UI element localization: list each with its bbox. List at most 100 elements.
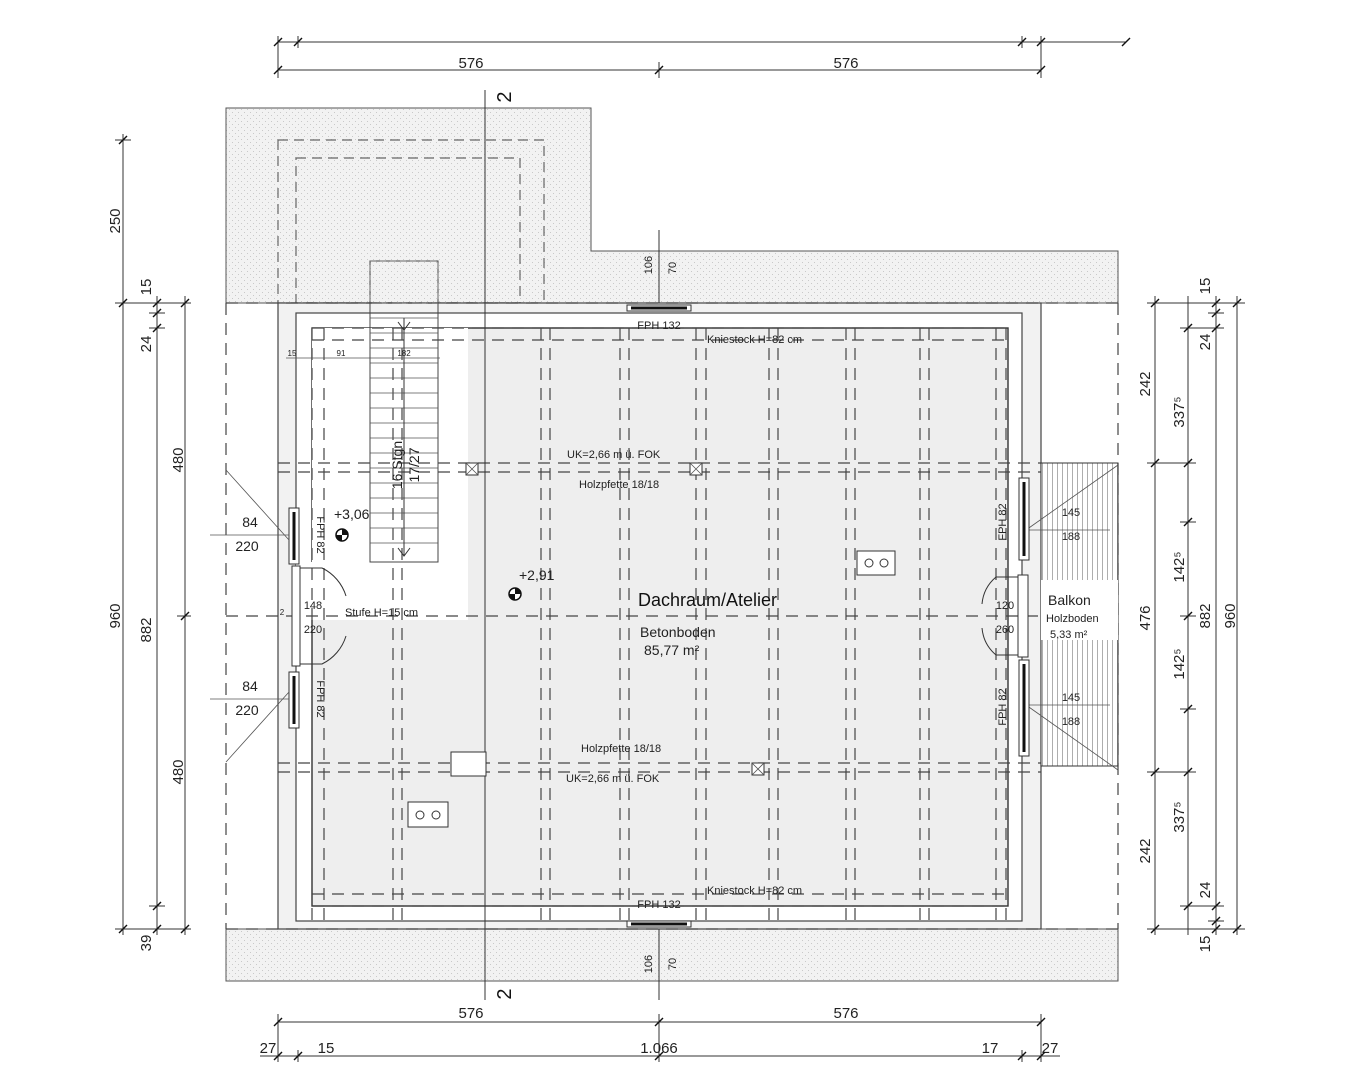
dimension-tick [152,323,162,333]
window-bottom-dim-a: 106 [643,955,655,973]
kniestock-top-label: Kniestock H=82 cm [707,334,802,346]
dim-left-480-bottom: 480 [170,759,187,784]
dimension-tick [273,65,283,75]
room-floor: Betonboden [640,624,716,640]
fph-left-label-1: FPH 82 [314,516,326,553]
dimension-tick [273,1017,283,1027]
right-window-1-height: 188 [1062,531,1080,543]
dim-right-337-top: 337⁵ [1171,396,1188,427]
right-door: 120 260 [981,574,1029,658]
pfette-top-label: Holzpfette 18/18 [579,479,659,491]
right-window-2-width: 145 [1062,692,1080,704]
dimension-tick [654,1017,664,1027]
balcony-name: Balkon [1048,592,1091,608]
dim-bottom-left: 576 [458,1005,483,1022]
dimension-tick [118,924,128,934]
dimension-tick [1183,458,1193,468]
dim-bottom-17: 17 [982,1040,999,1057]
dim-right-15-bottom: 15 [1197,936,1214,953]
posts [450,462,765,777]
dimension-ticks [118,37,1242,1061]
left-door: 148 220 2 [280,565,347,667]
dim-right-242-top: 242 [1137,371,1154,396]
dim-bottom-15: 15 [318,1040,335,1057]
dimension-tick [1036,65,1046,75]
uk-bottom-label: UK=2,66 m ü. FOK [566,773,660,785]
step-label: Stufe H=15 cm [345,607,418,619]
room-name: Dachraum/Atelier [638,590,777,610]
right-window-2-height: 188 [1062,716,1080,728]
dim-top-right: 576 [833,55,858,72]
left-windows: FPH 82 FPH 82 84 220 84 220 [210,469,326,763]
dimension-tick [1150,298,1160,308]
dim-right-142-top: 142⁵ [1171,551,1188,582]
dimension-tick [1211,901,1221,911]
left-door-width: 148 [304,600,322,612]
dim-left-39: 39 [138,935,155,952]
dim-left-480-top: 480 [170,447,187,472]
stair-dim-c: 182 [397,349,411,358]
fph-top-label: FPH 132 [637,320,680,332]
dim-right-15-top: 15 [1197,278,1214,295]
dimension-tick [1211,916,1221,926]
dimension-tick [1211,924,1221,934]
left-window-1-height: 220 [235,538,259,554]
dimension-tick [1183,323,1193,333]
dimension-tick [1150,767,1160,777]
dimension-tick [1183,517,1193,527]
dim-right-882: 882 [1197,603,1214,628]
dimension-tick [1183,901,1193,911]
fph-left-label-2: FPH 82 [314,680,326,717]
dim-left-15: 15 [138,279,155,296]
stair-dim-b: 91 [337,349,346,358]
dim-bottom-right: 576 [833,1005,858,1022]
chimney-vents [407,550,896,828]
dimension-tick [1036,37,1046,47]
dim-right-960: 960 [1222,603,1239,628]
window-top-dim-a: 106 [643,256,655,274]
balcony-floor: Holzboden [1046,613,1099,625]
right-window-1-width: 145 [1062,507,1080,519]
dimension-tick [152,901,162,911]
room-labels: Kniestock H=82 cm Kniestock H=82 cm UK=2… [345,334,802,897]
room-area: 85,77 m² [644,642,700,658]
fph-right-label-2: FPH 82 [997,688,1009,725]
right-door-width: 120 [996,600,1014,612]
dimension-tick [1121,37,1131,47]
structure-grid [225,302,1119,930]
window-top-dim-b: 70 [667,262,679,274]
dimension-tick [1036,1051,1046,1061]
dimension-tick [1183,704,1193,714]
dimension-tick [118,298,128,308]
dimension-tick [1150,458,1160,468]
dim-left-24: 24 [138,336,155,353]
dimension-tick [654,65,664,75]
left-window-1-width: 84 [242,514,258,530]
dimension-tick [180,298,190,308]
balcony-area: 5,33 m² [1050,629,1088,641]
left-door-height: 220 [304,624,322,636]
staircase: 16 Stgn 17/27 15 91 182 [286,260,440,563]
dim-right-337-bottom: 337⁵ [1171,801,1188,832]
dimension-tick [654,1051,664,1061]
roof-window-bottom: 106 70 FPH 132 [626,899,692,1000]
dimension-tick [1150,924,1160,934]
dim-right-476: 476 [1137,605,1154,630]
dimension-tick [1232,924,1242,934]
roof-overhang [225,107,1119,982]
dimension-tick [293,1051,303,1061]
dimension-tick [1211,323,1221,333]
dim-left-882: 882 [138,617,155,642]
dim-bottom-27-right: 27 [1042,1040,1059,1057]
pfette-bottom-label: Holzpfette 18/18 [581,743,661,755]
dimension-tick [118,135,128,145]
left-window-2-height: 220 [235,702,259,718]
dimension-tick [180,611,190,621]
dim-top-left: 576 [458,55,483,72]
dimension-tick [1183,767,1193,777]
section-mark-top: 2 [494,91,516,102]
stair-dim-a: 15 [288,349,297,358]
dimension-tick [1232,298,1242,308]
dim-right-142-bottom: 142⁵ [1171,648,1188,679]
dim-right-242-bottom: 242 [1137,838,1154,863]
